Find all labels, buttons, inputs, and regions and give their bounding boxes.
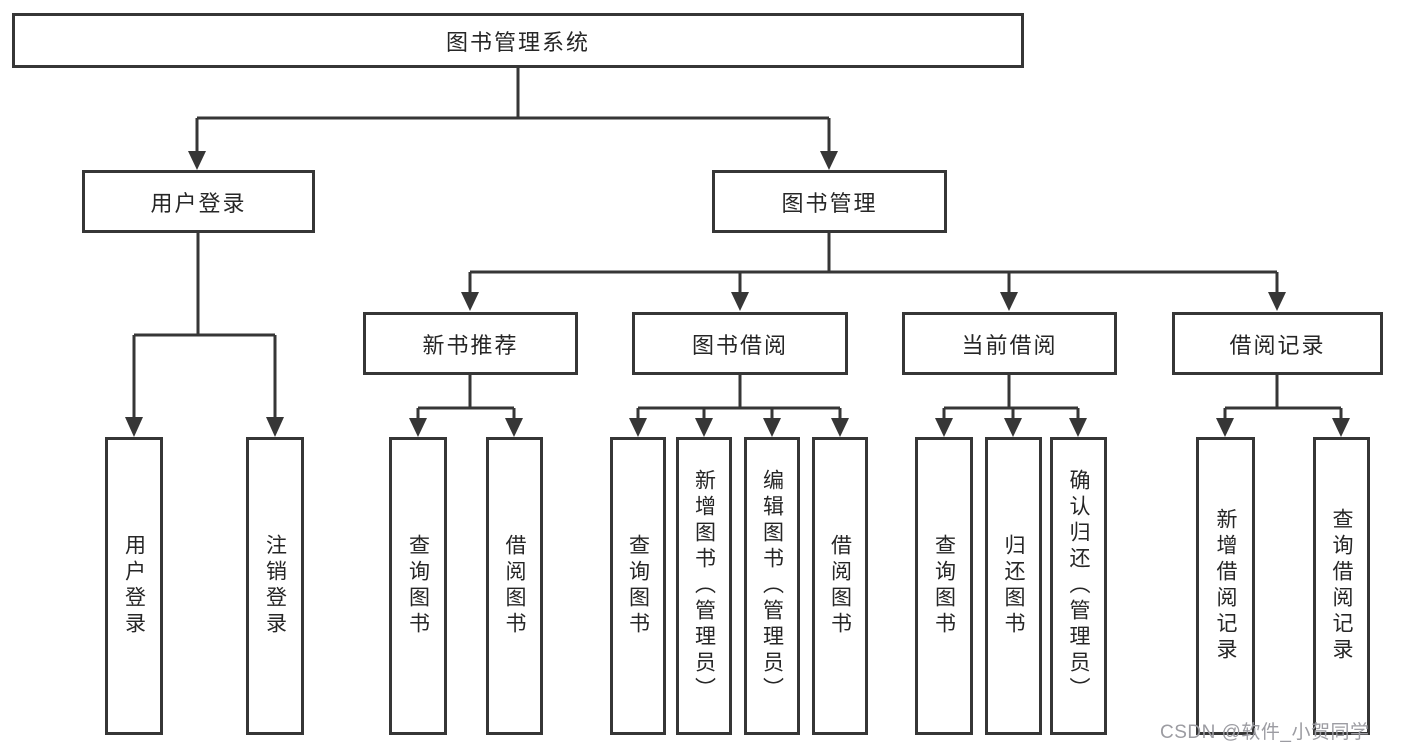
leaf-label: 借阅图书 (503, 534, 526, 638)
leaf-label: 查询图书 (626, 534, 650, 638)
connector-bookmgmt-to-level3 (461, 233, 1286, 311)
leaf-add-borrow-record: 新增借阅记录 (1196, 437, 1255, 735)
arrow-down-icon (935, 418, 953, 437)
node-label: 新书推荐 (422, 332, 519, 358)
leaf-label: 新增图书（管理员） (692, 469, 716, 703)
leaf-label: 用户登录 (122, 534, 146, 638)
connector-currentborrow-to-leaves (935, 375, 1087, 437)
leaf-query-books-current: 查询图书 (915, 437, 973, 735)
connector-line (942, 375, 1080, 420)
csdn-watermark: CSDN @软件_小贺同学 (1160, 722, 1370, 743)
arrow-down-icon (125, 417, 143, 437)
leaf-label: 归还图书 (1002, 534, 1025, 638)
leaf-logout: 注销登录 (246, 437, 304, 735)
connector-bookborrow-to-leaves (629, 375, 849, 437)
arrow-down-icon (1000, 292, 1018, 311)
arrow-down-icon (695, 418, 713, 437)
node-book-management: 图书管理 (712, 170, 947, 233)
leaf-label: 查询借阅记录 (1330, 508, 1353, 664)
arrow-down-icon (763, 418, 781, 437)
leaf-query-books-borrow: 查询图书 (610, 437, 666, 735)
leaf-confirm-return-admin: 确认归还（管理员） (1050, 437, 1107, 735)
connector-line (468, 233, 1279, 294)
leaf-user-login: 用户登录 (105, 437, 163, 735)
arrow-down-icon (1069, 418, 1087, 437)
connector-borrowrecords-to-leaves (1216, 375, 1350, 437)
arrow-down-icon (409, 418, 427, 437)
arrow-down-icon (188, 151, 206, 170)
node-label: 图书管理 (781, 190, 878, 216)
leaf-label: 编辑图书（管理员） (760, 469, 784, 703)
connector-userlogin-to-leaves (125, 233, 284, 437)
node-library-management-system: 图书管理系统 (12, 13, 1024, 68)
arrow-down-icon (1268, 292, 1286, 311)
arrow-down-icon (1332, 418, 1350, 437)
connector-line (636, 375, 842, 420)
connector-line (195, 68, 831, 153)
arrow-down-icon (820, 151, 838, 170)
node-current-borrow: 当前借阅 (902, 312, 1117, 375)
node-book-borrow: 图书借阅 (632, 312, 848, 375)
node-borrow-records: 借阅记录 (1172, 312, 1383, 375)
leaf-label: 新增借阅记录 (1214, 508, 1237, 664)
arrow-down-icon (1004, 418, 1022, 437)
leaf-label: 借阅图书 (828, 534, 852, 638)
arrow-down-icon (731, 292, 749, 311)
leaf-borrow-books: 借阅图书 (812, 437, 868, 735)
leaf-query-borrow-record: 查询借阅记录 (1313, 437, 1370, 735)
leaf-query-books-recommend: 查询图书 (389, 437, 447, 735)
node-new-book-recommend: 新书推荐 (363, 312, 578, 375)
connector-line (1223, 375, 1343, 420)
leaf-label: 注销登录 (263, 534, 287, 638)
arrow-down-icon (505, 418, 523, 437)
leaf-borrow-books-recommend: 借阅图书 (486, 437, 543, 735)
arrow-down-icon (831, 418, 849, 437)
connector-root-to-level2 (188, 68, 838, 170)
connector-line (416, 375, 516, 420)
leaf-label: 查询图书 (406, 534, 430, 638)
arrow-down-icon (461, 292, 479, 311)
leaf-add-books-admin: 新增图书（管理员） (676, 437, 732, 735)
connector-line (132, 233, 277, 419)
arrow-down-icon (266, 417, 284, 437)
leaf-label: 查询图书 (932, 534, 956, 638)
arrow-down-icon (629, 418, 647, 437)
connector-newbooks-to-leaves (409, 375, 523, 437)
node-user-login: 用户登录 (82, 170, 315, 233)
leaf-label: 确认归还（管理员） (1067, 469, 1090, 703)
node-label: 借阅记录 (1229, 332, 1326, 358)
node-label: 用户登录 (150, 190, 247, 216)
node-label: 当前借阅 (961, 332, 1058, 358)
node-label: 图书借阅 (691, 332, 788, 358)
leaf-return-books: 归还图书 (985, 437, 1042, 735)
arrow-down-icon (1216, 418, 1234, 437)
node-label: 图书管理系统 (445, 29, 590, 55)
leaf-edit-books-admin: 编辑图书（管理员） (744, 437, 800, 735)
